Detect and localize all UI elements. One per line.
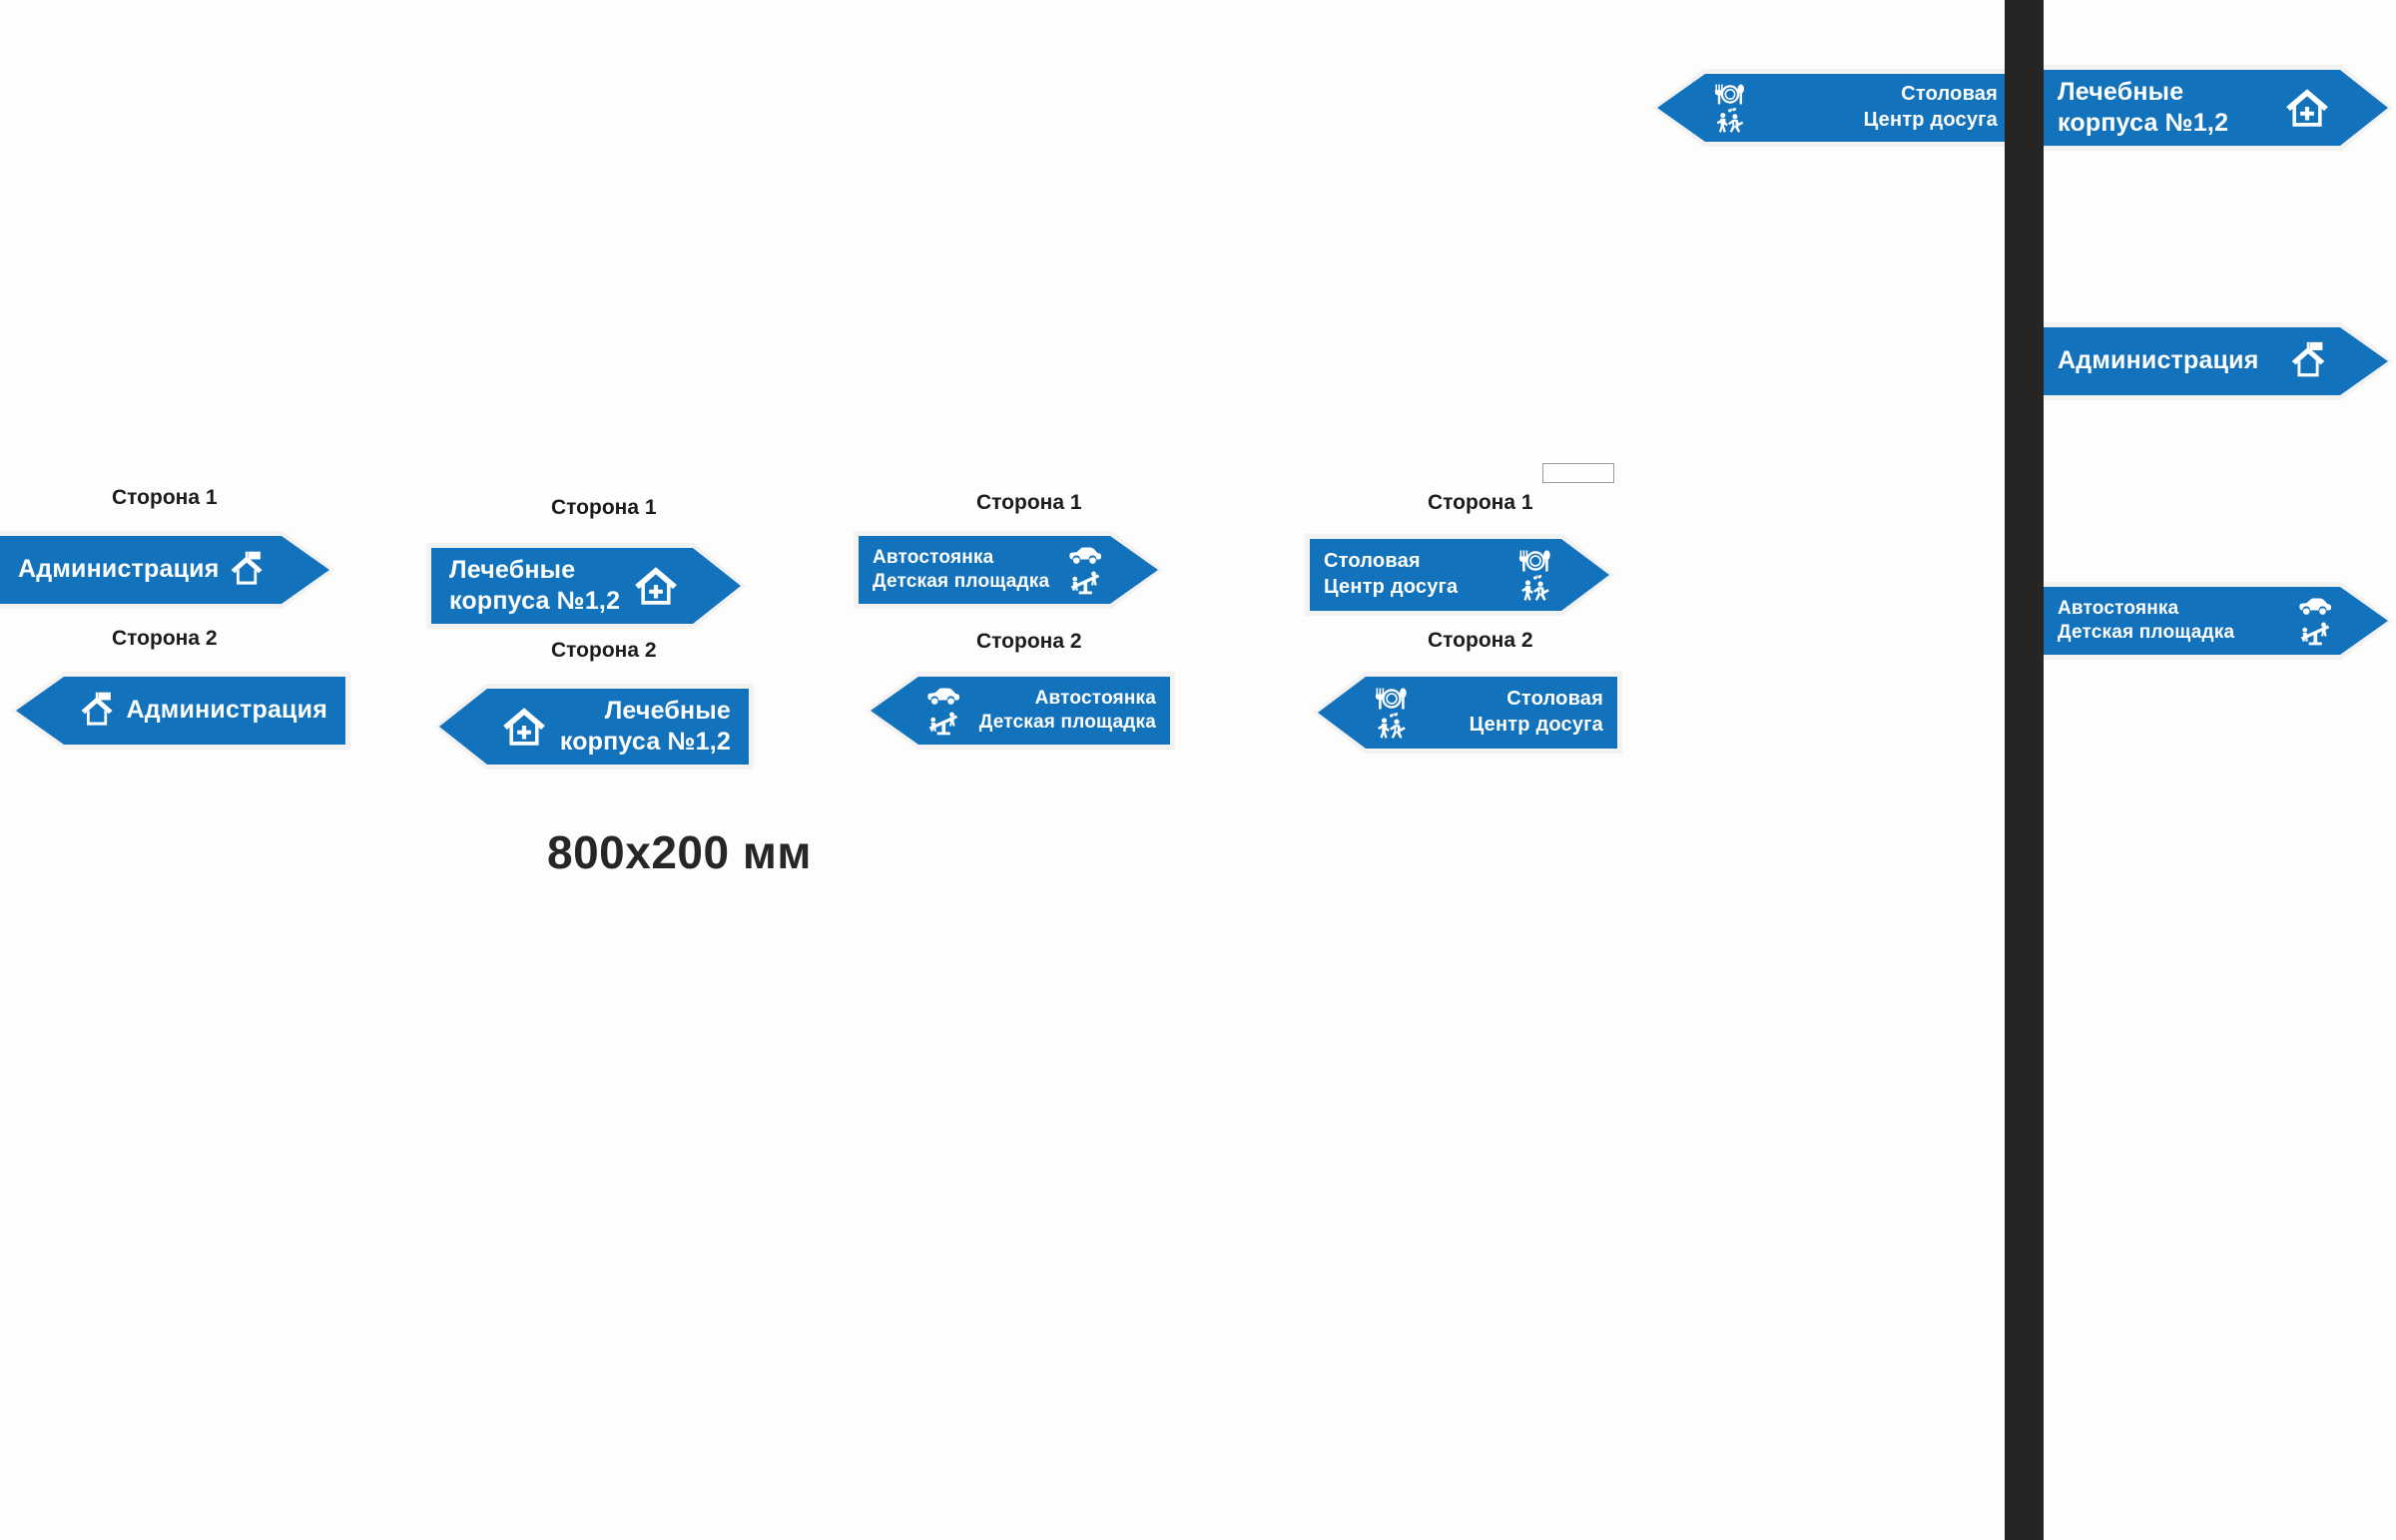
dancers-icon xyxy=(1374,713,1410,739)
post-sign-canteen-left[interactable]: Столовая Центр досуга xyxy=(1652,69,2017,147)
sign-text-rows: Лечебные корпуса №1,2 xyxy=(2058,78,2282,139)
house-medical-icon xyxy=(499,702,549,752)
side-label-3a: Сторона 1 xyxy=(976,491,1082,514)
sign-line: Администрация xyxy=(126,696,327,725)
sign-medical-side2[interactable]: Лечебные корпуса №1,2 xyxy=(434,684,754,770)
side-label-4b: Сторона 2 xyxy=(1428,629,1533,652)
sign-line: Центр досуга xyxy=(1324,576,1459,598)
sign-plate xyxy=(2044,587,2388,655)
post-sign-parking-right[interactable]: Автостоянка Детская площадка xyxy=(2044,587,2388,655)
sign-parking-side2[interactable]: Автостоянка Детская площадка xyxy=(866,672,1175,750)
house-medical-icon xyxy=(2282,83,2332,133)
sign-plate xyxy=(2044,327,2388,395)
sign-text-rows: Администрация xyxy=(18,555,226,585)
sign-line: Центр досуга xyxy=(1863,109,1998,131)
sign-icons xyxy=(76,689,120,733)
sign-plate xyxy=(859,536,1158,604)
sign-icons xyxy=(2282,83,2332,133)
sign-icons xyxy=(226,548,270,592)
sign-icons xyxy=(926,686,960,736)
sign-plate xyxy=(0,536,329,604)
sign-administration-side1[interactable]: Администрация xyxy=(0,536,329,604)
sign-icons xyxy=(2298,596,2332,646)
house-flag-icon xyxy=(2286,338,2332,384)
cutlery-icon xyxy=(1517,549,1553,573)
sign-line: Лечебные xyxy=(604,696,731,725)
seesaw-icon xyxy=(926,710,960,736)
post-sign-administration-right[interactable]: Администрация xyxy=(2044,327,2388,395)
sign-line: Центр досуга xyxy=(1469,714,1603,736)
sign-text-rows: Администрация xyxy=(2058,346,2286,376)
side-label-2b: Сторона 2 xyxy=(551,639,657,662)
sign-line: Детская площадка xyxy=(978,712,1156,733)
sign-plate xyxy=(1318,677,1617,749)
sign-line: Лечебные xyxy=(449,555,576,584)
sign-line: Автостоянка xyxy=(2058,597,2179,619)
cutlery-icon xyxy=(1374,687,1410,711)
sign-text-rows: Автостоянка Детская площадка xyxy=(960,688,1156,735)
sign-canteen-side2[interactable]: Столовая Центр досуга xyxy=(1313,672,1622,754)
sign-administration-side2[interactable]: Администрация xyxy=(11,672,350,750)
seesaw-icon xyxy=(1068,569,1102,595)
sign-plate xyxy=(439,689,749,765)
sign-icons xyxy=(1374,687,1410,739)
sign-medical-side1[interactable]: Лечебные корпуса №1,2 xyxy=(431,548,741,624)
sign-line: Детская площадка xyxy=(2058,622,2235,643)
sign-line: корпуса №1,2 xyxy=(2058,109,2229,137)
empty-placeholder-box xyxy=(1542,463,1614,483)
sign-icons xyxy=(1713,83,1747,133)
house-flag-icon xyxy=(76,689,120,733)
side-label-1b: Сторона 2 xyxy=(112,627,218,650)
cutlery-icon xyxy=(1713,83,1747,106)
sign-text-rows: Администрация xyxy=(120,696,327,726)
sign-plate xyxy=(431,548,741,624)
sign-line: Автостоянка xyxy=(1034,687,1156,709)
sign-plate xyxy=(16,677,345,745)
side-label-4a: Сторона 1 xyxy=(1428,491,1533,514)
sign-line: Администрация xyxy=(18,555,220,584)
sign-text-rows: Лечебные корпуса №1,2 xyxy=(549,697,731,758)
sign-line: Администрация xyxy=(2058,346,2259,375)
side-label-3b: Сторона 2 xyxy=(976,630,1082,653)
sign-icons xyxy=(1517,549,1553,601)
sign-text-rows: Столовая Центр досуга xyxy=(1324,550,1517,599)
sign-icons xyxy=(499,702,549,752)
post-sign-medical-right[interactable]: Лечебные корпуса №1,2 xyxy=(2044,70,2388,146)
sign-line: Автостоянка xyxy=(873,546,994,568)
sign-line: корпуса №1,2 xyxy=(449,587,621,615)
sign-text-rows: Автостоянка Детская площадка xyxy=(2058,598,2298,645)
car-icon xyxy=(2298,596,2332,618)
sign-text-rows: Лечебные корпуса №1,2 xyxy=(449,556,631,617)
sign-line: корпуса №1,2 xyxy=(559,728,731,756)
dimension-label: 800x200 мм xyxy=(547,826,812,878)
house-medical-icon xyxy=(631,561,681,611)
sign-icons xyxy=(631,561,681,611)
sign-line: Детская площадка xyxy=(873,571,1050,592)
car-icon xyxy=(1068,545,1102,567)
sign-line: Столовая xyxy=(1506,688,1603,711)
car-icon xyxy=(926,686,960,708)
dancers-icon xyxy=(1713,108,1747,133)
sign-plate xyxy=(1310,539,1609,611)
sign-plate xyxy=(871,677,1170,745)
sign-parking-side1[interactable]: Автостоянка Детская площадка xyxy=(859,536,1158,604)
sign-plate xyxy=(2044,70,2388,146)
sign-line: Столовая xyxy=(1901,83,1998,106)
sign-line: Лечебные xyxy=(2058,77,2184,106)
sign-line: Столовая xyxy=(1324,550,1421,573)
house-flag-icon xyxy=(226,548,270,592)
sign-icons xyxy=(1068,545,1102,595)
side-label-2a: Сторона 1 xyxy=(551,496,657,519)
sign-canteen-side1[interactable]: Столовая Центр досуга xyxy=(1310,539,1609,611)
sign-text-rows: Столовая Центр досуга xyxy=(1747,83,1998,132)
seesaw-icon xyxy=(2298,620,2332,646)
sign-text-rows: Автостоянка Детская площадка xyxy=(873,547,1068,594)
side-label-1a: Сторона 1 xyxy=(112,486,218,509)
sign-icons xyxy=(2286,338,2332,384)
sign-text-rows: Столовая Центр досуга xyxy=(1410,688,1603,737)
sign-post xyxy=(2005,0,2044,1540)
dancers-icon xyxy=(1517,575,1553,601)
